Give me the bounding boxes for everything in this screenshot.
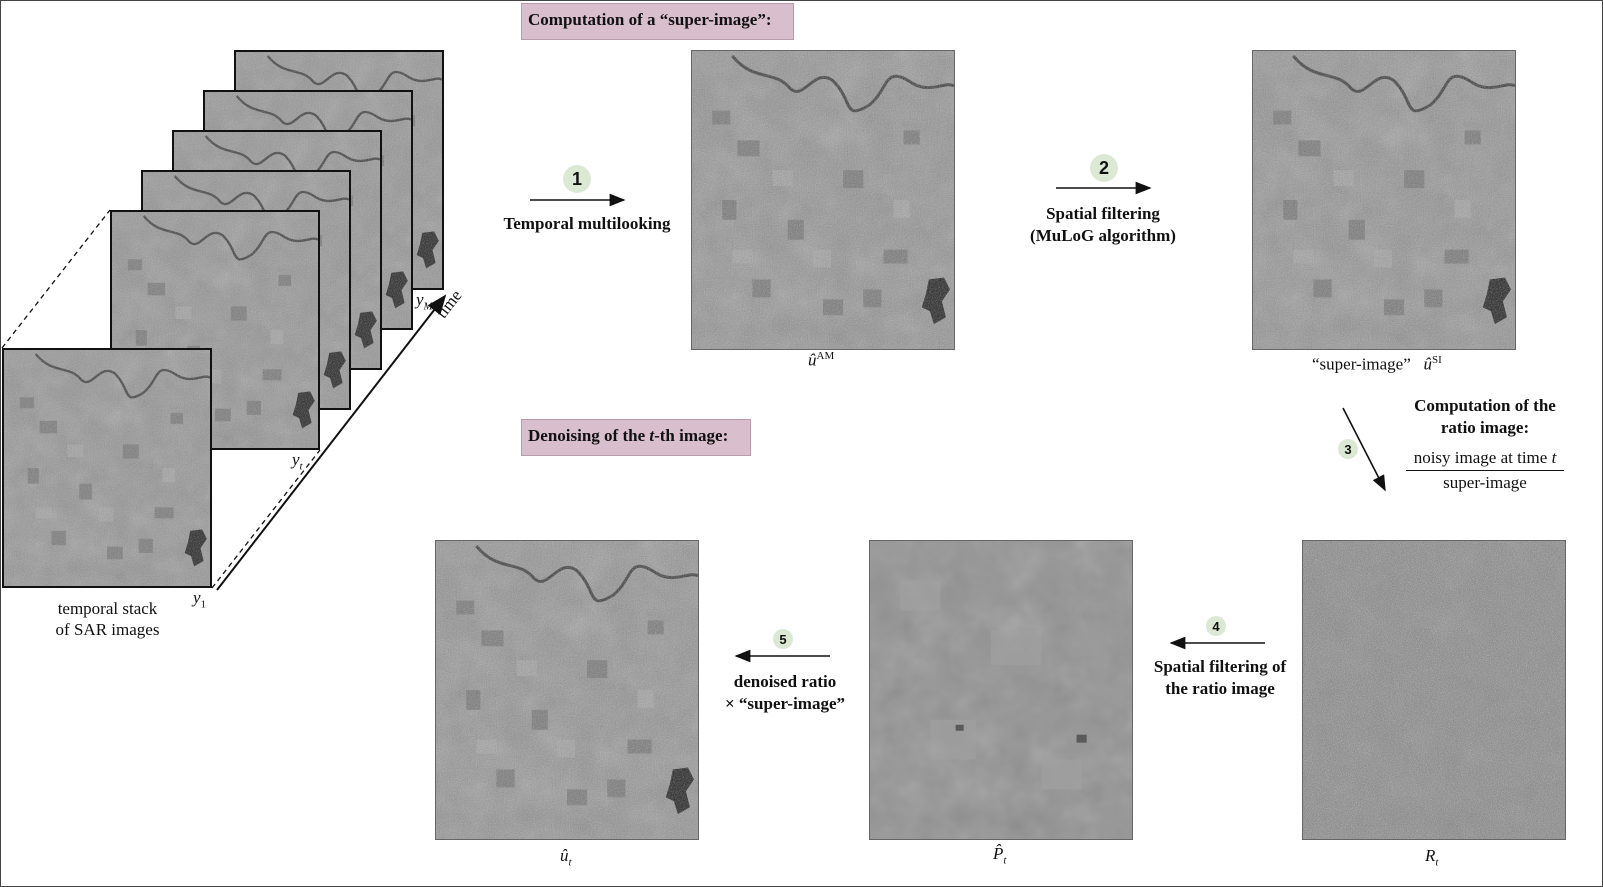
section-title-super-image: Computation of a “super-image”: [521, 3, 794, 40]
step-2-label: Spatial filtering (MuLoG algorithm) [1030, 204, 1176, 245]
step-3-label: Computation of the ratio image: [1414, 396, 1556, 437]
step-1-badge: 1 [563, 165, 591, 193]
image-u-am [691, 50, 955, 350]
image-ratio [1302, 540, 1566, 840]
step-2-badge: 2 [1090, 154, 1118, 182]
ratio-fraction: noisy image at time t super-image [1406, 448, 1564, 493]
step-1-label: Temporal multilooking [503, 214, 671, 233]
stack-caption: temporal stack of SAR images [55, 599, 160, 639]
zoom-line-top [1, 209, 111, 349]
image-super-image [1252, 50, 1516, 350]
fraction-denominator: super-image [1443, 473, 1527, 492]
caption-p-hat: P̂t [993, 844, 1007, 867]
stack-image-t [110, 210, 320, 450]
caption-u-am: ûAM [808, 350, 835, 370]
stack-image-1 [2, 348, 212, 588]
time-axis [216, 294, 447, 591]
fraction-numerator: noisy image at time t [1406, 448, 1564, 471]
image-u-t [435, 540, 699, 840]
step-4-badge: 4 [1206, 616, 1226, 636]
arrow-step-3 [1342, 407, 1386, 492]
step-5-label: denoised ratio × “super-image” [724, 672, 845, 713]
image-p-hat [869, 540, 1133, 840]
step-5-badge: 5 [773, 629, 793, 649]
caption-ratio: Rt [1425, 846, 1439, 869]
caption-super-image: “super-image” ûSI [1312, 354, 1442, 374]
step-3-badge: 3 [1338, 439, 1358, 459]
step-4-label: Spatial filtering of the ratio image [1153, 657, 1287, 698]
label-yt: yt [292, 450, 303, 473]
label-y1: y1 [193, 588, 207, 611]
caption-u-t: ût [560, 846, 572, 869]
label-yM: yM [416, 290, 433, 313]
zoom-line-bottom [211, 449, 321, 589]
section-title-denoising: Denoising of the t-th image: [521, 419, 751, 456]
